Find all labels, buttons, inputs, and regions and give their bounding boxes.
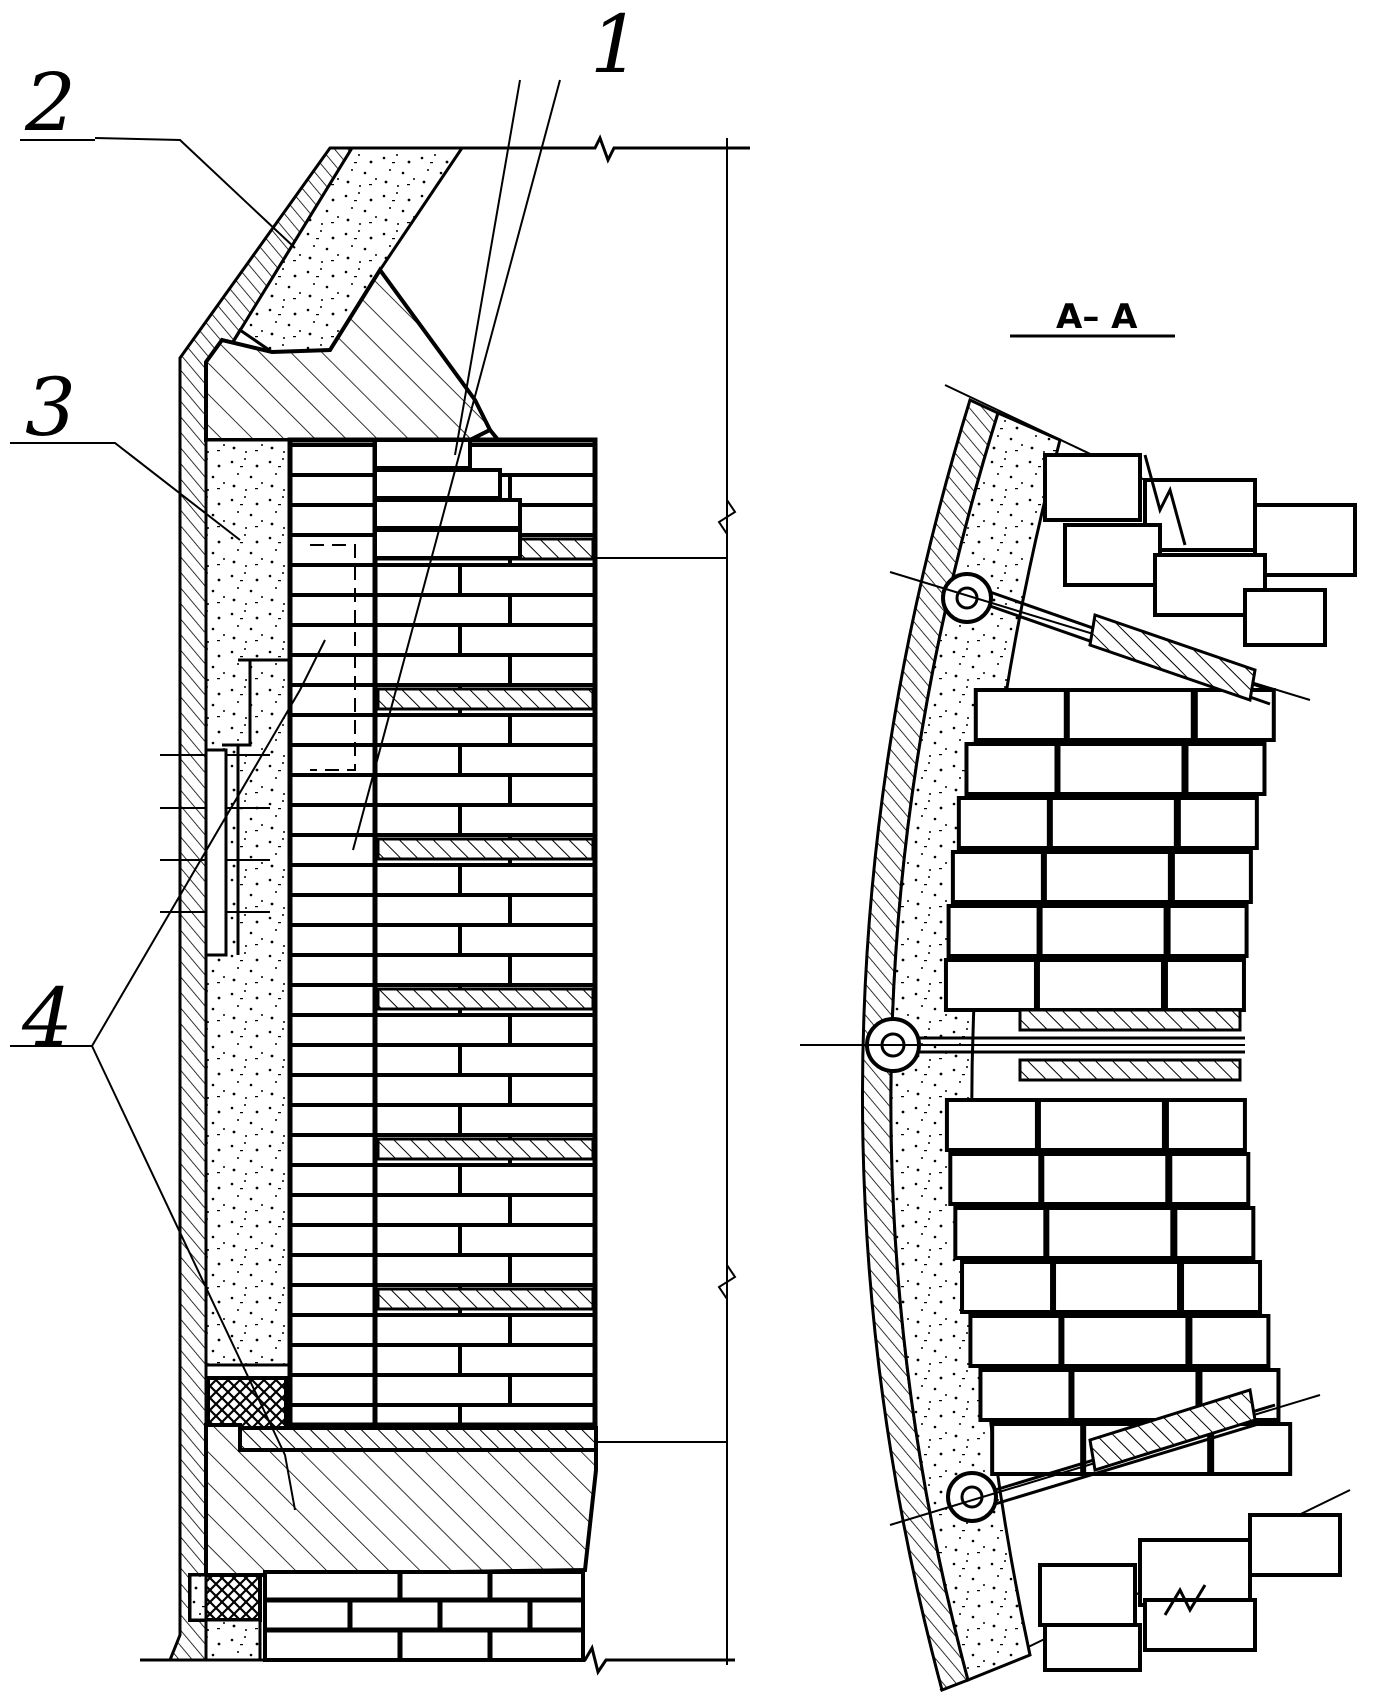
section-brick — [944, 1098, 1039, 1152]
stepped-brick — [373, 468, 502, 500]
bottom-bricks — [263, 1570, 585, 1662]
wall-section: 1 2 3 4 — [10, 0, 750, 1676]
section-brick — [1243, 588, 1327, 647]
section-brick — [968, 1314, 1063, 1368]
callout-label-3: 3 — [25, 361, 76, 454]
section-brick — [1040, 1152, 1170, 1206]
stepped-brick — [373, 438, 472, 470]
support-plate — [238, 1426, 598, 1452]
hatched-course — [376, 987, 595, 1011]
anchor-plate-top — [1088, 613, 1257, 702]
section-brick — [1184, 742, 1267, 796]
section-brick — [990, 1422, 1085, 1476]
section-title: А– А — [1056, 297, 1138, 337]
callout-label-2: 2 — [24, 56, 76, 149]
section-brick — [948, 1152, 1043, 1206]
section-brick — [1045, 1206, 1175, 1260]
leader-lines — [10, 79, 561, 1511]
section-brick — [950, 850, 1045, 904]
section-brick — [1035, 958, 1165, 1012]
section-brick — [1042, 850, 1172, 904]
section-brick — [1063, 523, 1162, 587]
section-brick — [1038, 1563, 1137, 1627]
section-brick — [1036, 1098, 1166, 1152]
section-brick — [1166, 904, 1249, 958]
section-brick — [1168, 1152, 1251, 1206]
callout-label-1: 1 — [590, 0, 641, 91]
hatched-course — [376, 1287, 595, 1311]
section-brick — [946, 904, 1041, 958]
section-brick — [1210, 1422, 1293, 1476]
section-brick — [1170, 850, 1253, 904]
section-brick — [1143, 478, 1257, 552]
callout-label-4: 4 — [21, 971, 73, 1064]
dimension-line — [595, 138, 737, 1665]
section-brick — [1052, 1260, 1182, 1314]
section-brick — [1173, 1206, 1256, 1260]
stepped-brick — [373, 528, 522, 560]
bottom-insulation — [188, 1573, 262, 1662]
section-brick — [973, 688, 1068, 742]
section-bricks — [943, 453, 1357, 1672]
section-brick — [1193, 688, 1276, 742]
hatched-course — [376, 687, 595, 711]
section-brick — [1043, 1623, 1142, 1672]
section-brick — [1143, 1598, 1257, 1652]
section-brick — [1043, 453, 1142, 522]
section-brick — [1164, 1098, 1247, 1152]
hatched-course — [376, 1137, 595, 1161]
section-brick — [1248, 1513, 1342, 1577]
section-brick — [1138, 1538, 1252, 1607]
section-brick — [953, 1206, 1048, 1260]
stepped-brick — [373, 498, 522, 530]
anchor-ring-middle — [800, 1017, 1245, 1073]
anchor-plate-mid-bottom — [1018, 1058, 1242, 1082]
lower-hatched-block — [204, 1423, 598, 1577]
anchor-plate-mid-top — [1018, 1008, 1242, 1032]
section-brick — [964, 742, 1059, 796]
section-brick — [1038, 904, 1168, 958]
section-brick — [1188, 1314, 1271, 1368]
section-brick — [1180, 1260, 1263, 1314]
section-brick — [1176, 796, 1259, 850]
anchor-plate-bottom — [1088, 1388, 1257, 1472]
section-brick — [1048, 796, 1178, 850]
brick-masonry — [287, 437, 598, 1428]
seal-pad-upper — [206, 1376, 288, 1430]
hatched-course — [376, 837, 595, 861]
section-brick — [1253, 503, 1357, 577]
section-brick — [1056, 742, 1186, 796]
section-brick — [960, 1260, 1055, 1314]
section-brick — [978, 1368, 1073, 1422]
section-a-a: А– А — [800, 297, 1357, 1692]
section-brick — [956, 796, 1051, 850]
section-brick — [1163, 958, 1246, 1012]
section-brick — [1060, 1314, 1190, 1368]
section-brick — [1065, 688, 1195, 742]
section-brick — [943, 958, 1038, 1012]
